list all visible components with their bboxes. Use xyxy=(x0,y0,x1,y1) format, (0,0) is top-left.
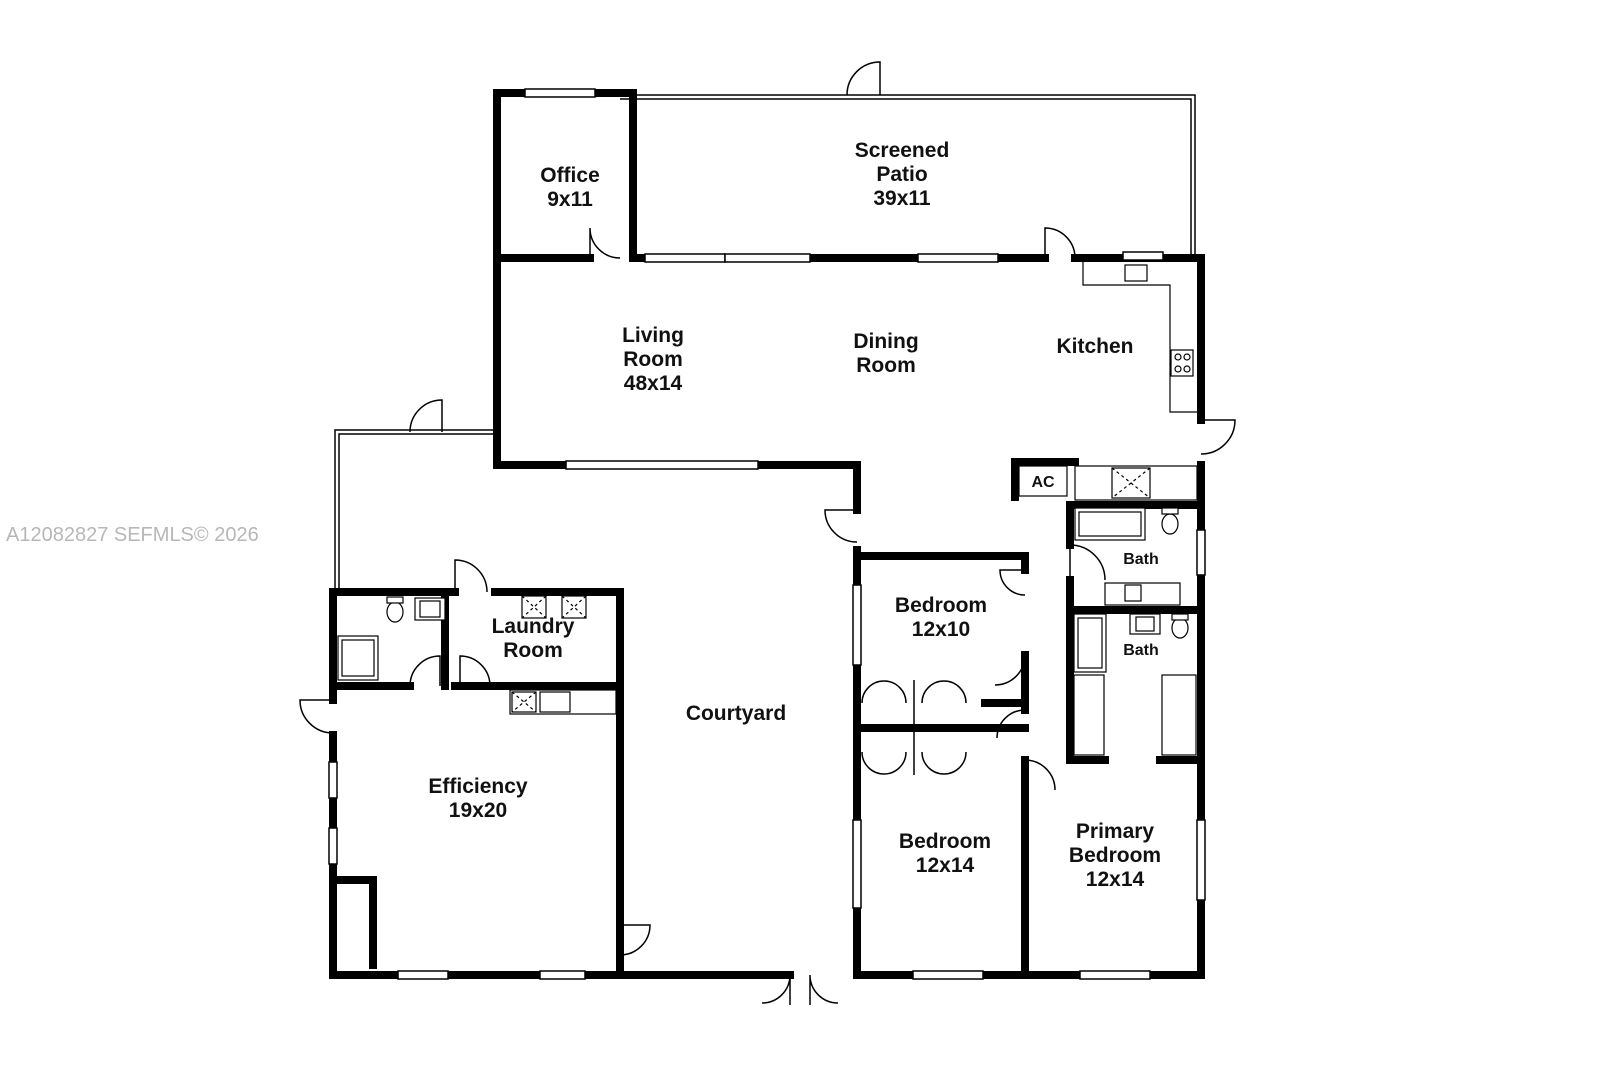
bath-2-label: Bath xyxy=(1123,642,1159,659)
walls xyxy=(329,89,1205,979)
primary-bedroom-label-1: Primary xyxy=(1076,820,1155,843)
living-room-label-2: Room xyxy=(623,348,683,371)
bedroom-2-label: Bedroom xyxy=(899,830,991,853)
primary-bedroom-size: 12x14 xyxy=(1086,868,1145,891)
ac-label: AC xyxy=(1031,474,1055,491)
laundry-room-label-1: Laundry xyxy=(492,615,575,638)
living-room-label-1: Living xyxy=(622,324,684,347)
screened-patio-label-2: Patio xyxy=(876,163,927,186)
room-labels: Office 9x11 Screened Patio 39x11 Living … xyxy=(428,139,1161,891)
dining-room-label-1: Dining xyxy=(853,330,918,353)
doors xyxy=(299,61,1236,1005)
bedroom-1-size: 12x10 xyxy=(912,618,970,641)
efficiency-size: 19x20 xyxy=(449,799,507,822)
dining-room-label-2: Room xyxy=(856,354,916,377)
screened-patio-label-1: Screened xyxy=(855,139,950,162)
bedroom-2-size: 12x14 xyxy=(916,854,975,877)
primary-bedroom-label-2: Bedroom xyxy=(1069,844,1161,867)
laundry-room-label-2: Room xyxy=(503,639,563,662)
efficiency-label: Efficiency xyxy=(428,775,528,798)
fixtures xyxy=(337,262,1198,756)
office-size: 9x11 xyxy=(547,188,593,211)
bedroom-1-label: Bedroom xyxy=(895,594,987,617)
bath-1-label: Bath xyxy=(1123,551,1159,568)
windows xyxy=(328,88,1206,980)
screened-patio-size: 39x11 xyxy=(873,187,931,210)
kitchen-label: Kitchen xyxy=(1056,335,1133,358)
office-label: Office xyxy=(540,164,600,187)
living-room-size: 48x14 xyxy=(624,372,683,395)
watermark-text: A12082827 SEFMLS© 2026 xyxy=(6,524,259,546)
courtyard-label: Courtyard xyxy=(686,702,786,725)
